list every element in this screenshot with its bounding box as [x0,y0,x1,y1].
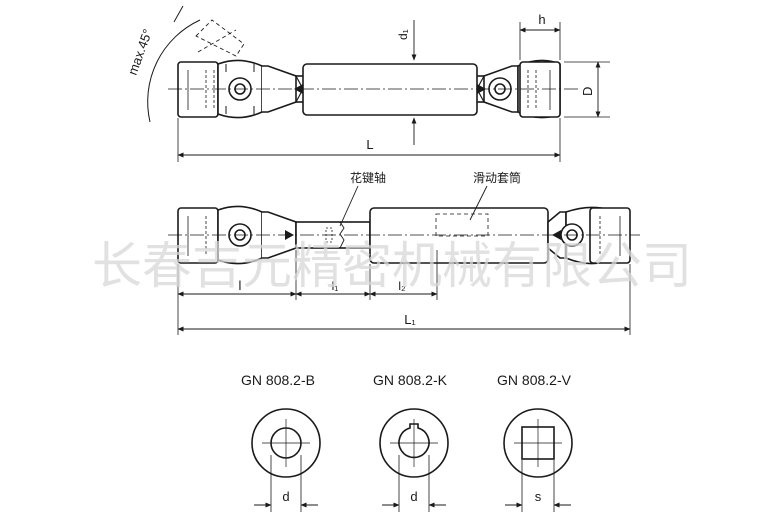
variant-b-section [251,408,321,512]
dim-l1-label: l₁ [332,279,339,293]
top-view [147,5,610,162]
variant-v-title: GN 808.2-V [497,372,572,388]
dim-h-label: h [538,12,545,27]
variant-k-section [379,408,449,512]
right-hub [519,61,561,118]
variant-v-dim-label: s [535,489,542,504]
centre-tube [296,63,484,116]
middle-view [168,185,640,335]
left-hub [177,61,219,118]
variant-k-title: GN 808.2-K [373,372,448,388]
variant-b-title: GN 808.2-B [241,372,315,388]
variant-k-dim-label: d [410,489,417,504]
dim-l2-label: l₂ [398,279,406,293]
dim-d1-label: d₁ [396,29,410,40]
angle-label: max.45° [125,27,155,77]
dim-l-label: l [239,278,242,293]
dim-L1-label: L₁ [404,312,416,327]
callout-sliding-sleeve: 滑动套筒 [473,170,521,185]
variant-b-dim-label: d [282,489,289,504]
variant-v-section [503,408,573,512]
watermark-text: 长春吉元精密机械有限公司 [92,237,692,295]
callout-spline-shaft: 花键轴 [350,170,386,185]
dim-D-label: D [580,87,595,96]
dim-L-label: L [366,137,373,152]
